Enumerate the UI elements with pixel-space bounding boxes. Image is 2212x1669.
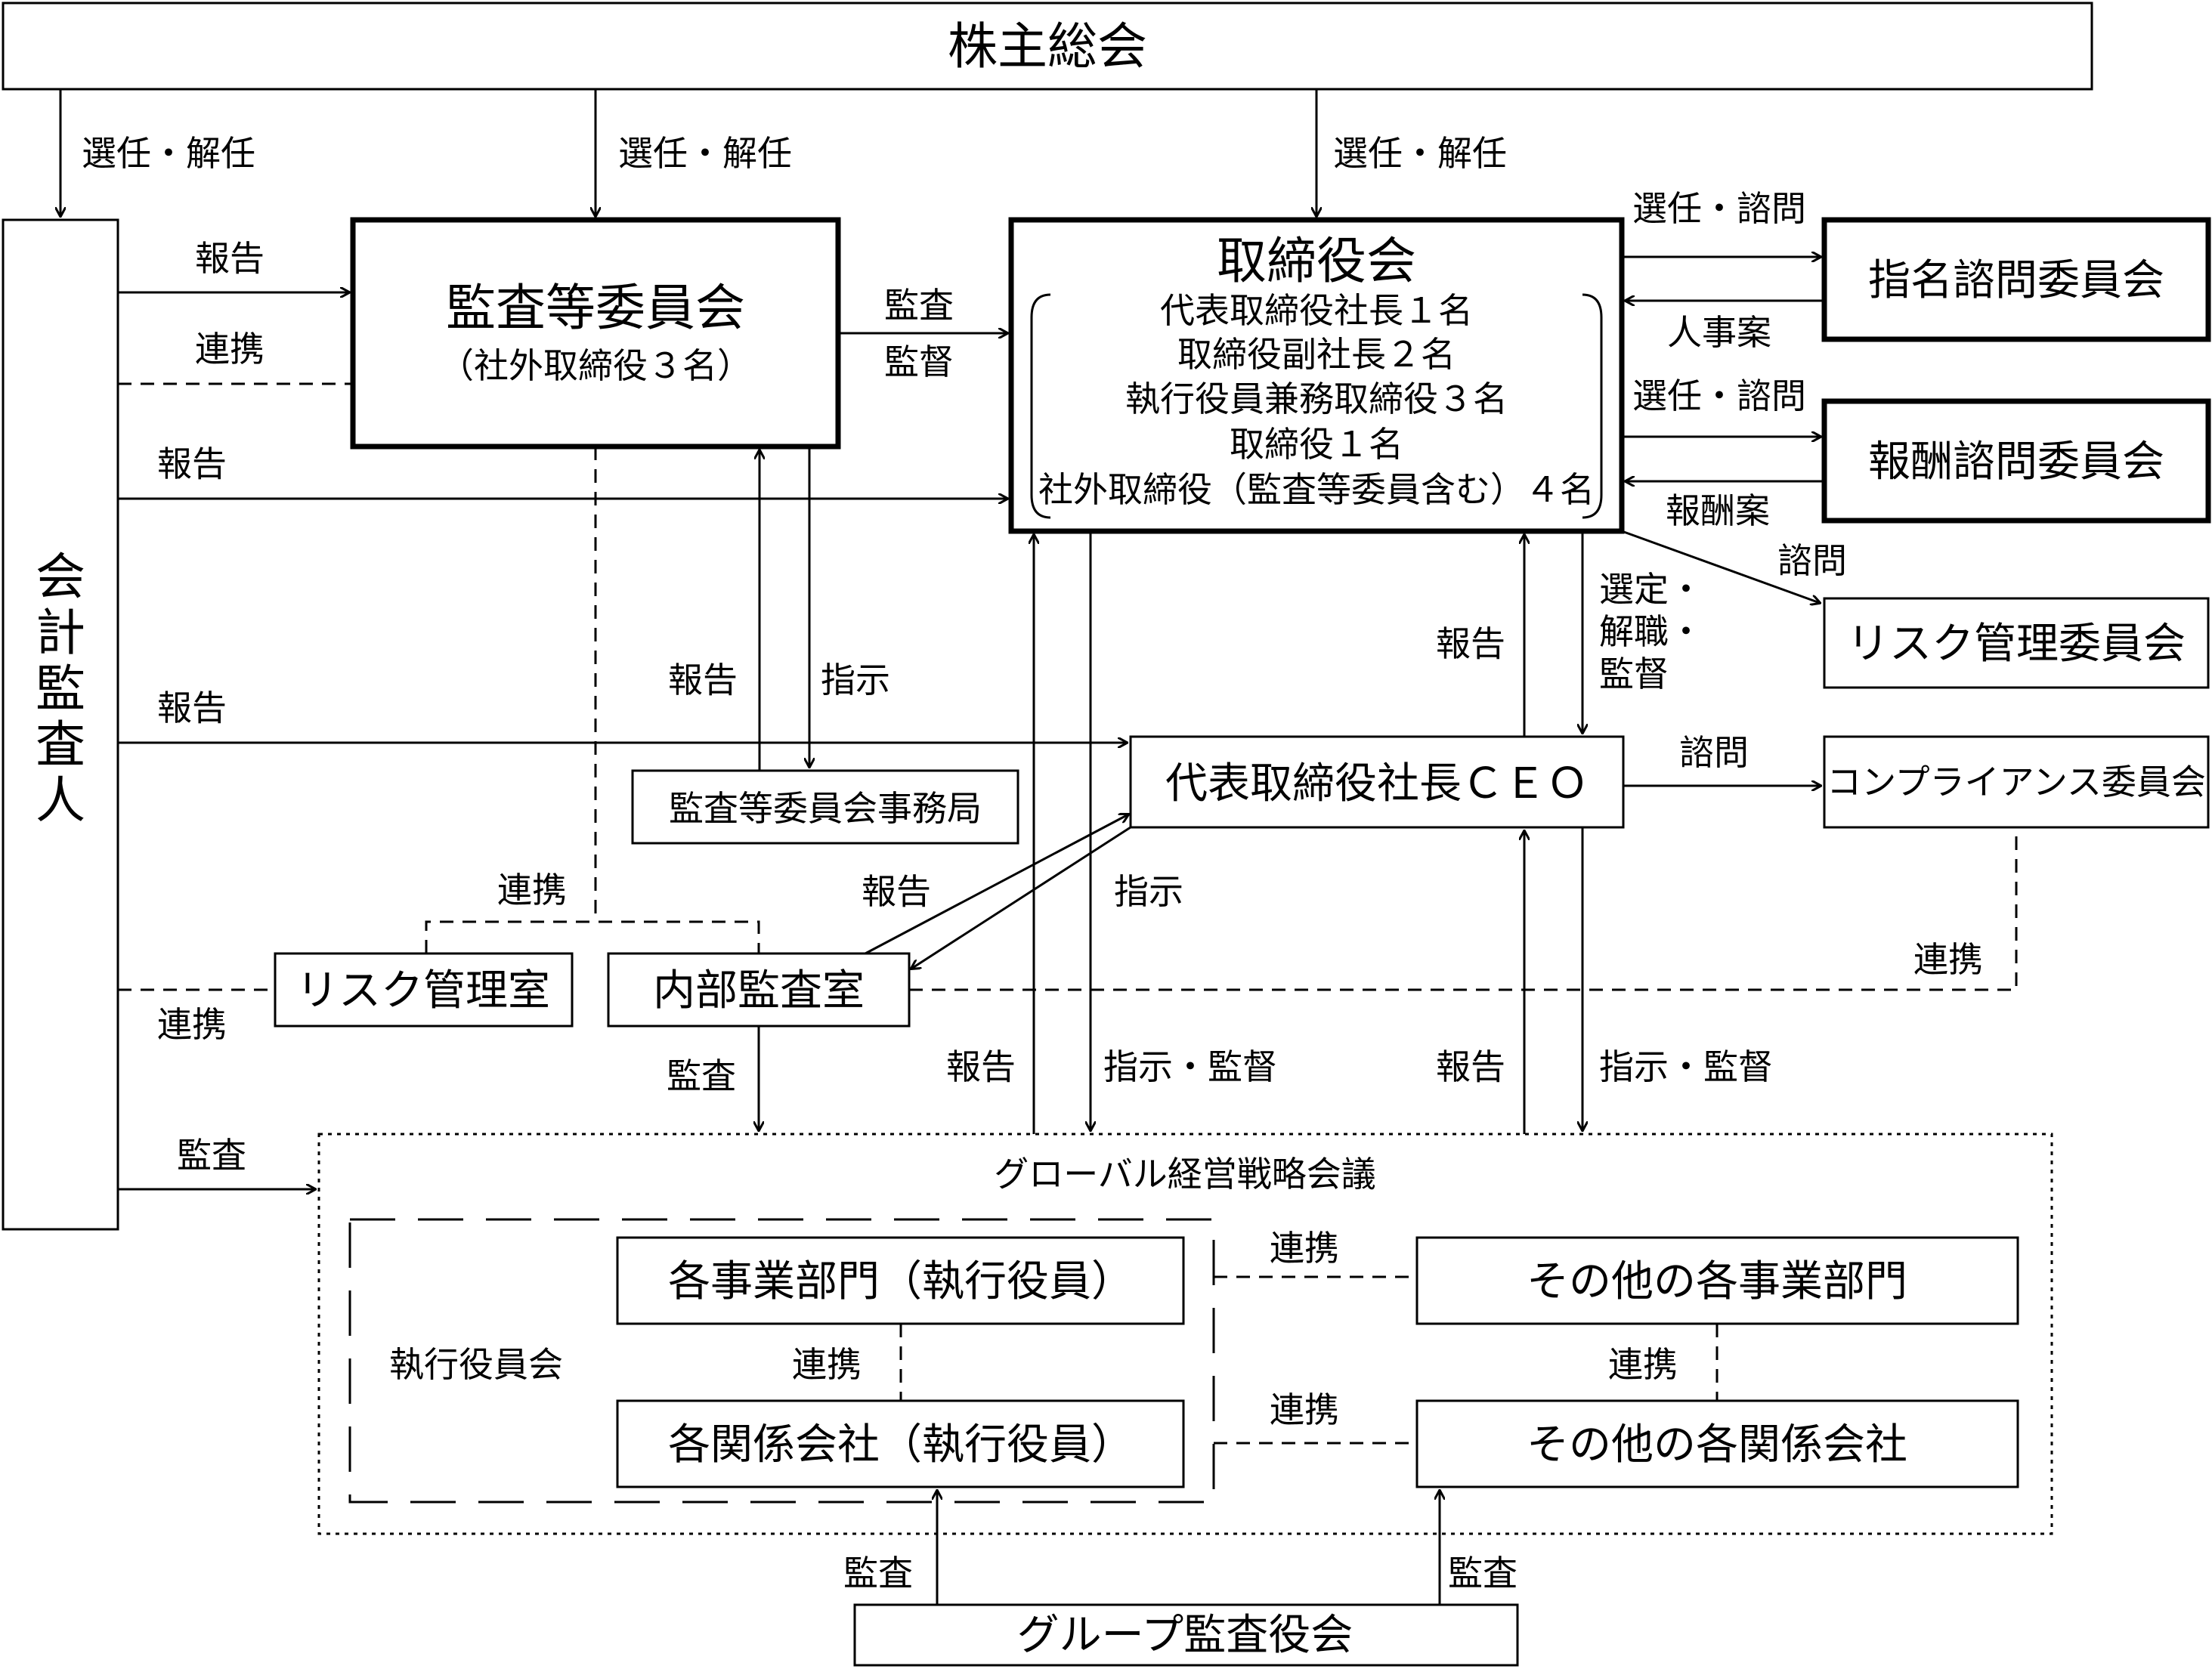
label-report-7: 報告: [1436, 623, 1505, 664]
label-select-2: 解職・: [1599, 611, 1703, 652]
audit-committee-label: 監査等委員会: [446, 279, 745, 337]
label-coop-7: 連携: [1270, 1228, 1339, 1269]
label-consult-1: 諮問: [1679, 732, 1749, 773]
label-elect-dismiss-1: 選任・解任: [82, 133, 255, 174]
shareholders-label: 株主総会: [948, 17, 1147, 76]
audit-committee-box: 監査等委員会 （社外取締役３名）: [350, 217, 841, 450]
risk-committee-label: リスク管理委員会: [1847, 620, 2186, 669]
label-coop-8: 連携: [1270, 1389, 1339, 1430]
label-personnel: 人事案: [1667, 312, 1771, 353]
label-instruct-supervise-1: 指示・監督: [1103, 1046, 1277, 1087]
audit-office-box: 監査等委員会事務局: [631, 769, 1019, 845]
internal-audit-box: 内部監査室: [607, 952, 911, 1028]
label-coop-3: 連携: [157, 1004, 227, 1045]
label-audit-4: 監査: [843, 1553, 913, 1593]
risk-committee-box: リスク管理委員会: [1823, 597, 2210, 689]
other-affiliates-label: その他の各関係会社: [1527, 1420, 1907, 1470]
edge-internal-ceo-report: [865, 814, 1128, 955]
label-consult-2: 諮問: [1777, 540, 1847, 581]
label-elect-dismiss-2: 選任・解任: [618, 133, 792, 174]
label-report-3: 報告: [157, 688, 227, 728]
board-member-4: 取締役１名: [1230, 424, 1403, 465]
label-instruct-1: 指示: [821, 660, 890, 700]
label-audit-3: 監査: [667, 1055, 736, 1096]
label-report-4: 報告: [668, 660, 738, 700]
label-audit-5: 監査: [1448, 1553, 1517, 1593]
label-audit-1: 監査: [177, 1135, 246, 1176]
label-coop-5: 連携: [792, 1344, 862, 1385]
label-compensation-plan: 報酬案: [1666, 490, 1770, 531]
compliance-box: コンプライアンス委員会: [1823, 735, 2210, 829]
nomination-label: 指名諮問委員会: [1868, 256, 2164, 305]
audit-office-label: 監査等委員会事務局: [669, 788, 982, 829]
label-report-8: 報告: [1436, 1046, 1505, 1087]
affiliates-box: 各関係会社（執行役員）: [616, 1399, 1185, 1488]
label-audit-2: 監査: [884, 285, 954, 326]
label-coop-6: 連携: [1608, 1344, 1678, 1385]
other-divisions-box: その他の各事業部門: [1415, 1236, 2019, 1325]
board-box: 取締役会 代表取締役社長１名 取締役副社長２名 執行役員兼務取締役３名 取締役１…: [1008, 217, 1625, 534]
edge-ceo-internal-instruct: [911, 826, 1131, 969]
nomination-box: 指名諮問委員会: [1821, 217, 2211, 342]
label-report-6: 報告: [946, 1046, 1016, 1087]
label-instruct-supervise-2: 指示・監督: [1599, 1046, 1773, 1087]
risk-office-box: リスク管理室: [274, 952, 574, 1028]
board-label: 取締役会: [1217, 232, 1416, 290]
board-member-1: 代表取締役社長１名: [1160, 290, 1473, 331]
label-select-1: 選定・: [1599, 569, 1703, 610]
board-member-5: 社外取締役（監査等委員含む）４名: [1038, 469, 1595, 510]
edge-risk-internal-coop: [425, 920, 760, 953]
internal-audit-label: 内部監査室: [653, 966, 865, 1015]
compensation-label: 報酬諮問委員会: [1868, 437, 2164, 487]
audit-committee-sub: （社外取締役３名）: [439, 345, 752, 386]
label-report-2: 報告: [157, 444, 227, 484]
other-divisions-label: その他の各事業部門: [1527, 1257, 1907, 1306]
edge-internal-compliance-coop: [909, 827, 2018, 991]
auditor-box: 会計監査人: [2, 218, 119, 1231]
label-instruct-2: 指示: [1114, 871, 1183, 912]
label-elect-dismiss-3: 選任・解任: [1333, 133, 1507, 174]
affiliates-label: 各関係会社（執行役員）: [668, 1420, 1134, 1470]
auditor-label: 会計監査人: [36, 548, 85, 830]
group-audit-label: グループ監査役会: [1017, 1611, 1353, 1660]
label-coop-2: 連携: [497, 870, 567, 910]
edge-board-risk: [1621, 530, 1820, 603]
exec-board-label: 執行役員会: [389, 1344, 563, 1385]
label-select-3: 監督: [1599, 654, 1669, 694]
compliance-label: コンプライアンス委員会: [1827, 762, 2206, 802]
label-elect-consult-1: 選任・諮問: [1632, 188, 1806, 229]
other-affiliates-box: その他の各関係会社: [1415, 1399, 2019, 1488]
label-supervise: 監督: [884, 342, 954, 382]
divisions-label: 各事業部門（執行役員）: [668, 1257, 1134, 1306]
global-meeting-box: グローバル経営戦略会議: [317, 1133, 2053, 1535]
global-meeting-label: グローバル経営戦略会議: [994, 1154, 1376, 1195]
compensation-box: 報酬諮問委員会: [1821, 398, 2211, 524]
label-coop-1: 連携: [195, 329, 265, 369]
risk-office-label: リスク管理室: [296, 966, 550, 1015]
label-report-1: 報告: [195, 238, 265, 279]
exec-board-box: 執行役員会: [348, 1218, 1215, 1504]
label-coop-4: 連携: [1913, 939, 1983, 980]
ceo-label: 代表取締役社長ＣＥＯ: [1165, 759, 1589, 808]
board-member-2: 取締役副社長２名: [1177, 334, 1456, 375]
shareholders-box: 株主総会: [2, 2, 2093, 91]
divisions-box: 各事業部門（執行役員）: [616, 1236, 1185, 1325]
label-report-5: 報告: [862, 871, 931, 912]
ceo-box: 代表取締役社長ＣＥＯ: [1129, 735, 1625, 829]
board-member-3: 執行役員兼務取締役３名: [1125, 379, 1508, 419]
group-audit-box: グループ監査役会: [853, 1603, 1519, 1667]
label-elect-consult-2: 選任・諮問: [1632, 376, 1806, 416]
